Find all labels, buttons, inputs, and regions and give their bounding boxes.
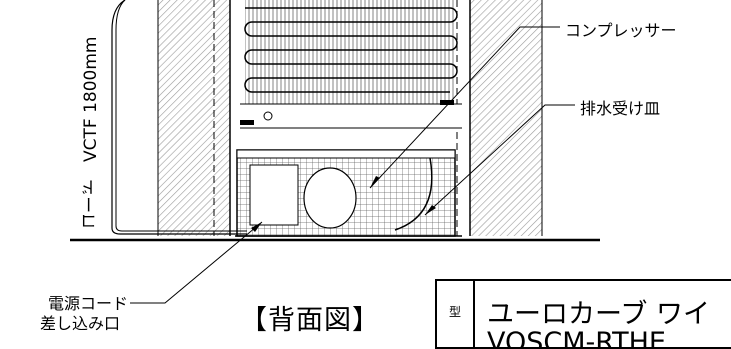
view-title: 【背面図】 [240,305,380,336]
rear-view-drawing [70,0,600,304]
compressor-label: コンプレッサー [565,21,677,40]
inlet-label-line2: 差し込み口 [40,314,121,333]
model-number: VOSCM-RTHE [487,327,666,349]
inlet-leader [130,221,263,304]
compressor-unit [236,149,456,237]
product-name: ユーロカーブ ワイ [487,299,710,330]
cord-spec-label: コード VCTF 1800mm [81,36,101,230]
title-block: 型 ユーロカーブ ワイ VOSCM-RTHE [435,279,731,349]
inlet-label-line1: 電源コード [48,294,129,313]
condenser-coil [240,0,462,129]
drain-pan-label: 排水受け皿 [580,99,661,118]
type-label: 型 [437,281,475,347]
drain-pan-leader [424,104,575,216]
left-wall-hatch [158,0,230,236]
power-cord [111,0,247,235]
right-wall-hatch [470,0,542,236]
compressor-leader [369,26,560,189]
